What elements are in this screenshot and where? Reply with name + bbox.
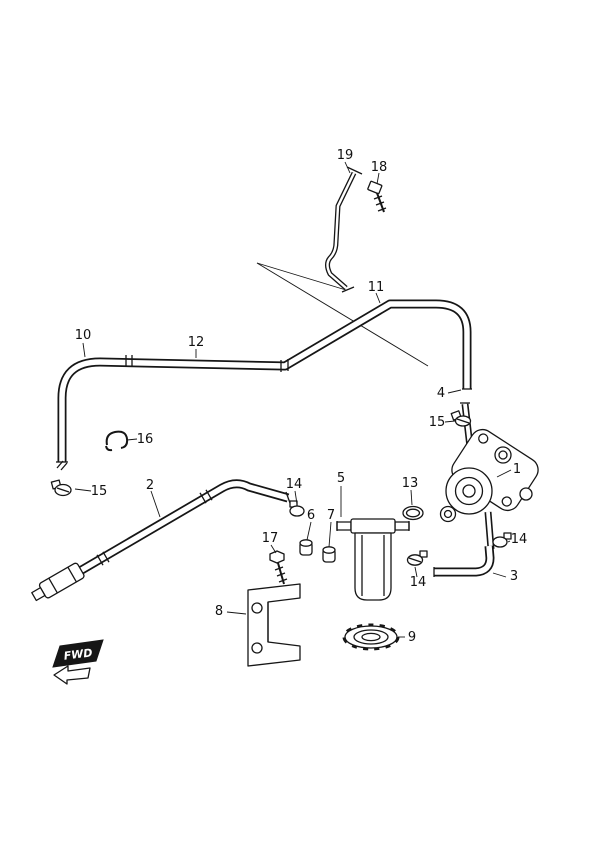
callout-4: 4 [437, 386, 445, 401]
callout-17: 17 [262, 531, 279, 546]
callout-16: 16 [137, 432, 154, 447]
callout-12: 12 [188, 335, 205, 350]
part-19-pipe [325, 166, 363, 293]
callout-9: 9 [408, 630, 416, 645]
part-18-bolt [367, 180, 387, 213]
part-2-hose [31, 479, 291, 602]
fwd-label: FWD [63, 646, 93, 662]
callout-14-c: 14 [511, 532, 528, 547]
part-15-clamp-left [50, 479, 72, 497]
callout-18: 18 [371, 160, 388, 175]
callout-14-a: 14 [286, 477, 303, 492]
part-1-fuel-pump [439, 428, 539, 550]
callout-6: 6 [307, 508, 315, 523]
callout-leaders [74, 161, 512, 638]
callout-11: 11 [368, 280, 385, 295]
fwd-flag: FWD [52, 639, 104, 685]
part-6-spacer [299, 539, 313, 556]
part-17-bolt [269, 550, 288, 585]
callout-10: 10 [75, 328, 92, 343]
callout-7: 7 [327, 508, 335, 523]
part-15-clamp-right [450, 410, 472, 427]
callout-19: 19 [337, 148, 354, 163]
part-16-clip [105, 430, 129, 452]
callout-3: 3 [510, 569, 518, 584]
callout-8: 8 [215, 604, 223, 619]
part-8-bracket [247, 583, 301, 667]
callout-5: 5 [337, 471, 345, 486]
callouts: 19 18 11 12 10 4 15 16 15 2 14 5 6 7 13 … [75, 148, 528, 645]
part-9-ring-nut [342, 623, 400, 651]
callout-1: 1 [513, 462, 521, 477]
hose-10-11-12 [56, 299, 472, 471]
part-14-clamp-pump [492, 532, 512, 548]
fuel-filter [336, 518, 410, 601]
callout-15-b: 15 [91, 484, 108, 499]
callout-15-a: 15 [429, 415, 446, 430]
callout-14-b: 14 [410, 575, 427, 590]
part-14-clamp-filter [406, 550, 428, 566]
callout-2: 2 [146, 478, 154, 493]
part-3-hose [433, 545, 495, 577]
locator-lines [256, 262, 429, 367]
callout-13: 13 [402, 476, 419, 491]
part-13-oring [402, 505, 424, 521]
part-7-spacer [322, 546, 336, 563]
